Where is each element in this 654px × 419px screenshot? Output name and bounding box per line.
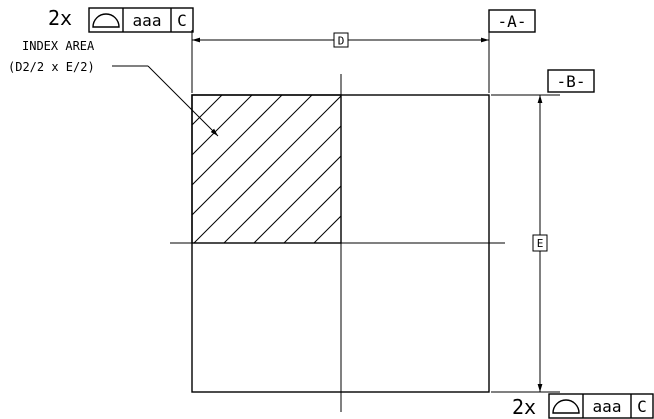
profile-of-surface-icon [92,13,120,28]
datum-a-frame [488,9,536,33]
index-area-hatch [192,95,341,243]
flatness-callout-top-tolerance: aaa [133,11,162,30]
index-area [191,94,342,244]
dimension-d-label: D [338,35,345,48]
index-area-formula: (D2/2 x E/2) [8,60,95,74]
profile-of-surface-icon [552,399,580,414]
flatness-callout-bottom-multiplier: 2x [512,395,536,419]
datum-b-frame [547,69,595,93]
index-area-title: INDEX AREA [22,39,95,53]
flatness-callout-bottom-datum: C [637,397,647,416]
flatness-callout-bottom-tolerance: aaa [593,397,622,416]
index-area-leader [147,65,219,137]
flatness-callout-top-frame: aaa C [88,7,194,33]
dimension-d-box [333,32,349,48]
flatness-callout-top-multiplier: 2x [48,6,72,30]
dimension-e-label: E [537,237,544,250]
dimension-e-box [532,234,548,252]
flatness-callout-bottom-frame: aaa C [548,393,654,419]
flatness-callout-top-datum: C [177,11,187,30]
datum-b-label: -B- [557,72,586,91]
datum-a-label: -A- [498,12,527,31]
